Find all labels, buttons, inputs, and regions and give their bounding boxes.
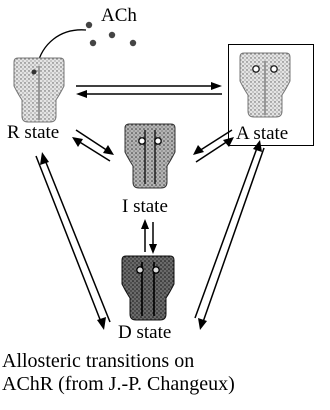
r-state-label: R state xyxy=(7,123,59,143)
arrow-r-a xyxy=(76,82,222,98)
arrow-a-d xyxy=(195,140,264,330)
ach-molecule xyxy=(86,22,92,28)
caption-line-2: AChR (from J.-P. Changeux) xyxy=(2,373,235,396)
receptor-i xyxy=(125,124,175,188)
ach-molecule xyxy=(130,40,136,46)
i-state-label: I state xyxy=(122,197,168,217)
receptor-r xyxy=(14,58,64,122)
a-state-label: A state xyxy=(236,124,288,144)
caption: Allosteric transitions on AChR (from J.-… xyxy=(2,350,235,396)
ach-molecule xyxy=(90,40,96,46)
arrow-i-d xyxy=(141,219,157,254)
arrow-r-d xyxy=(36,152,110,330)
d-state-label: D state xyxy=(118,323,171,343)
receptor-d xyxy=(122,256,174,320)
ach-molecule xyxy=(109,32,115,38)
arrow-r-i xyxy=(72,130,114,161)
ach-label: ACh xyxy=(101,6,137,26)
caption-line-1: Allosteric transitions on xyxy=(2,350,235,373)
